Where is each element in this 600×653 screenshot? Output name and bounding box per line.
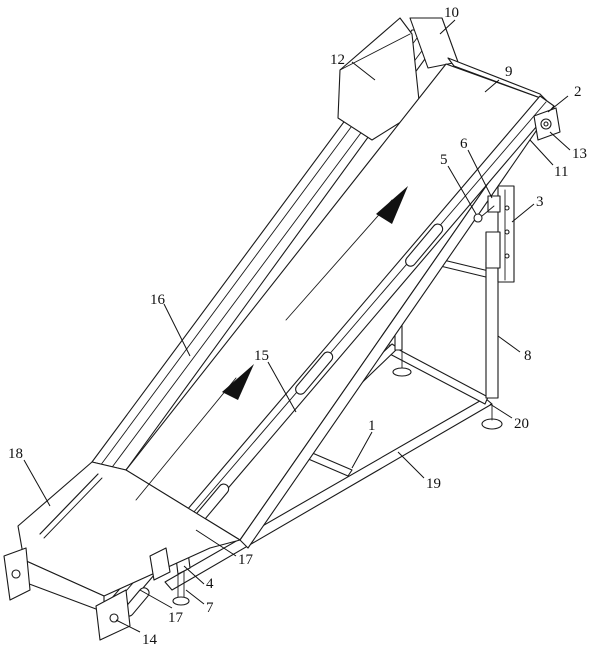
- label-3: 3: [536, 194, 544, 210]
- label-7: 7: [206, 600, 214, 616]
- slot-middle: [295, 351, 334, 395]
- adjust-bracket-3: [485, 185, 515, 283]
- label-19: 19: [426, 476, 441, 492]
- foot-7: [172, 596, 190, 606]
- pivot-5: [473, 213, 483, 223]
- front-plate: [149, 547, 171, 581]
- label-16: 16: [150, 292, 166, 308]
- rear-foot: [392, 367, 412, 377]
- foot-20: [481, 418, 503, 430]
- label-20: 20: [514, 416, 529, 432]
- label-14: 14: [142, 632, 158, 648]
- label-10: 10: [444, 5, 459, 21]
- arrow-lower: [222, 364, 254, 400]
- label-11: 11: [554, 164, 568, 180]
- flow-arrows: [135, 186, 408, 501]
- label-4: 4: [206, 576, 214, 592]
- leader-lines: [23, 19, 571, 633]
- label-5: 5: [440, 152, 448, 168]
- label-17a: 17: [238, 552, 254, 568]
- label-6: 6: [460, 136, 468, 152]
- label-15: 15: [254, 348, 269, 364]
- label-12: 12: [330, 52, 345, 68]
- label-9: 9: [505, 64, 513, 80]
- label-2: 2: [574, 84, 582, 100]
- conveyor-body: [3, 17, 561, 641]
- label-18: 18: [8, 446, 23, 462]
- arrow-upper: [376, 186, 408, 224]
- label-17b: 17: [168, 610, 184, 626]
- part-labels: 10 12 9 2 13 11 5 6 3 8 20 16 15 1 19 18…: [8, 5, 587, 648]
- slot-upper: [405, 223, 444, 267]
- flow-line-upper: [285, 199, 393, 321]
- label-8: 8: [524, 348, 532, 364]
- label-1: 1: [368, 418, 376, 434]
- support-leg-8: [485, 261, 499, 399]
- flow-line-lower: [135, 377, 237, 501]
- label-13: 13: [572, 146, 587, 162]
